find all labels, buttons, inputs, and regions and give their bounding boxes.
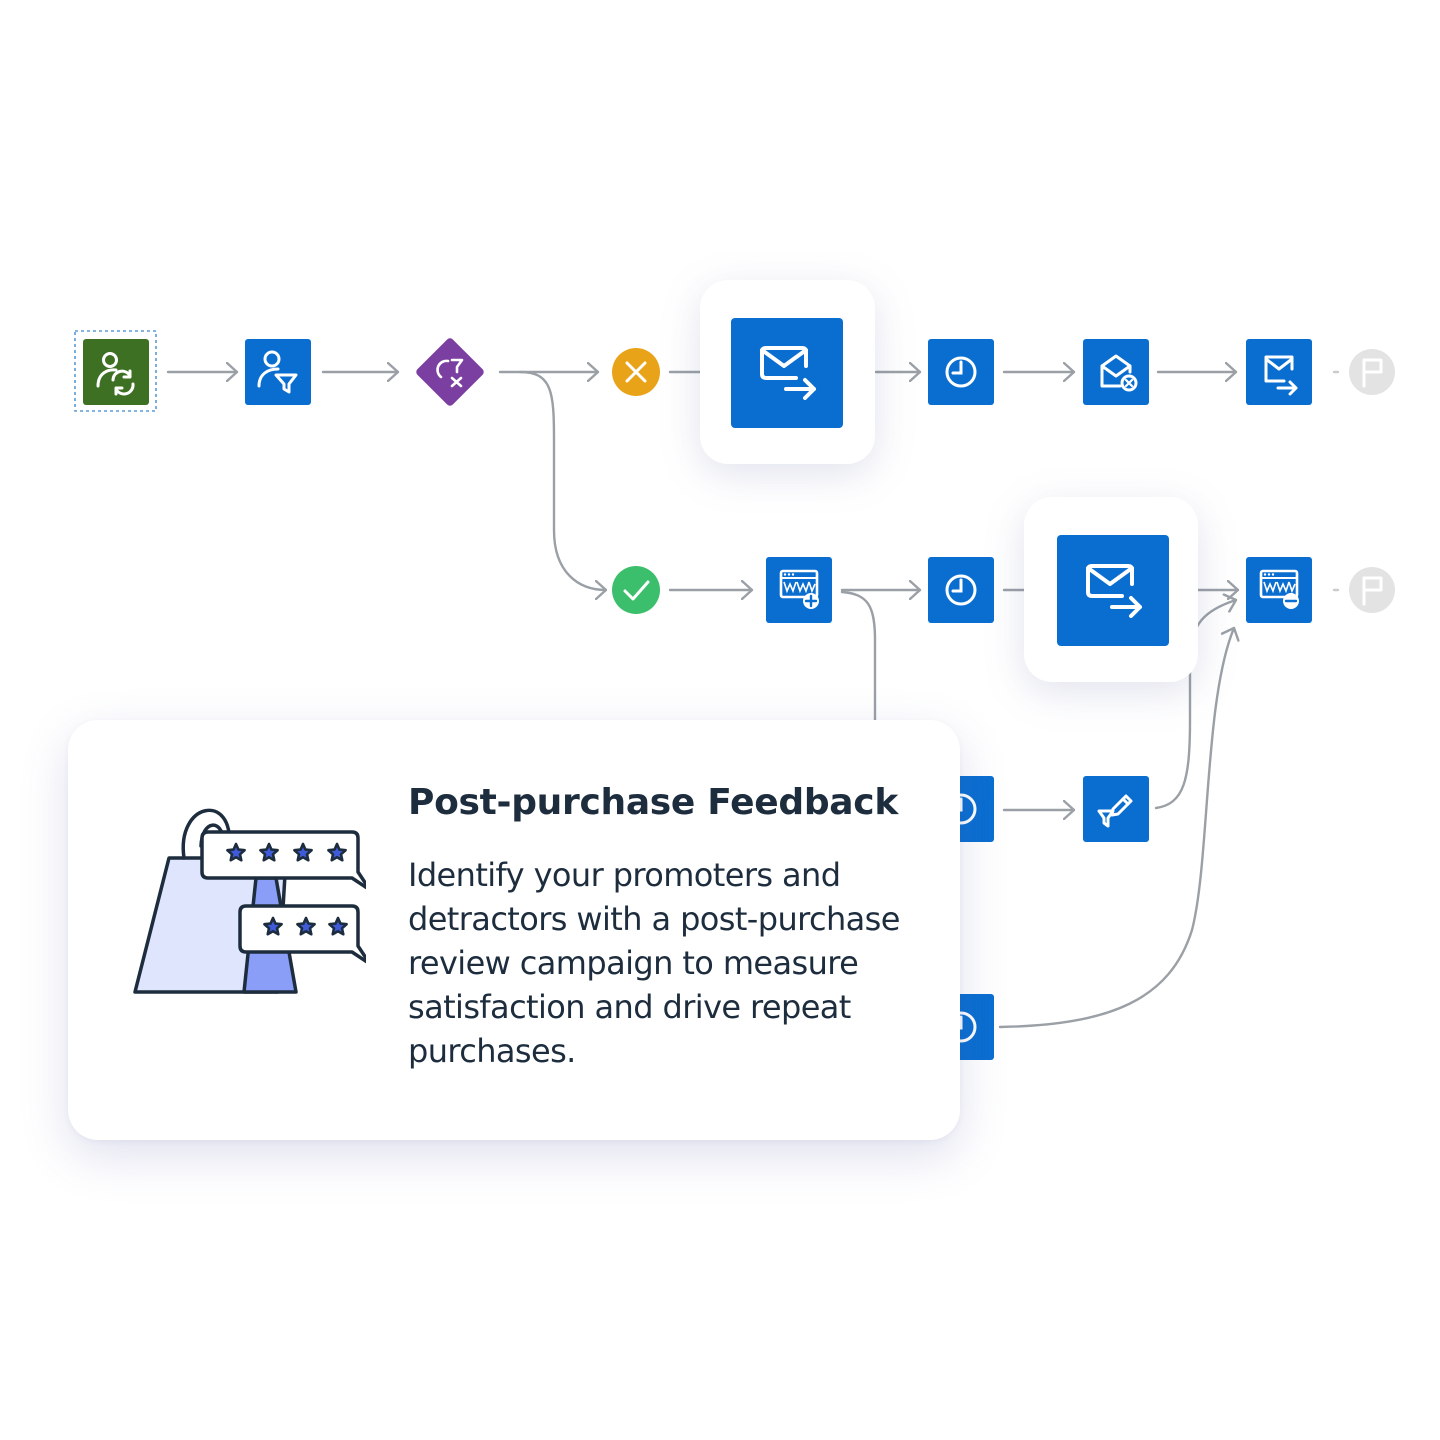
end-node[interactable] [1349,349,1395,395]
start-node-selection [74,330,157,412]
connector-merge-lower [998,626,1234,1029]
wait-node[interactable] [928,557,994,623]
email-not-opened-icon [1100,354,1138,392]
remove-website-node[interactable] [1246,557,1312,623]
start-audience-icon [96,352,135,396]
check-icon [623,580,650,601]
send-email-node[interactable] [1057,535,1169,646]
split-decision-icon [436,358,464,388]
star-icon [296,916,316,936]
star-icon [327,842,347,862]
wait-node[interactable] [928,339,994,405]
connector-branch-down [840,590,877,722]
close-icon [625,361,647,383]
star-icon [263,916,283,936]
remove-website-icon [1259,569,1299,609]
audience-filter-icon [257,350,298,394]
end-node[interactable] [1349,567,1395,613]
add-website-icon [779,569,819,609]
shopping-bag-review-illustration [133,808,366,994]
end-flag-icon [1362,358,1383,388]
edit-filter-node[interactable] [1083,776,1149,842]
star-icon [328,916,348,936]
edit-filter-icon [1097,794,1133,828]
star-icon [226,842,246,862]
wait-clock-icon [945,574,977,606]
end-flag-icon [1362,576,1383,606]
feature-card: Post-purchase Feedback Identify your pro… [68,720,960,1140]
add-website-node[interactable] [766,557,832,623]
no-branch-node[interactable] [612,348,660,396]
send-email-node[interactable] [1246,339,1312,405]
send-email-icon [760,346,816,400]
star-icon [293,842,313,862]
card-title: Post-purchase Feedback [408,782,898,823]
send-email-icon [1264,355,1298,396]
card-description: Identify your promoters and detractors w… [408,856,900,1070]
split-decision-node[interactable] [415,337,486,408]
wait-clock-icon [945,356,977,388]
email-not-opened-node[interactable] [1083,339,1149,405]
connector-branch-yes [518,370,608,590]
connectors [166,370,1340,1029]
send-email-icon [1086,564,1142,618]
send-email-node[interactable] [731,318,843,428]
audience-filter-node[interactable] [245,339,311,405]
star-icon [259,842,279,862]
yes-branch-node[interactable] [612,566,660,614]
start-node[interactable] [74,330,157,412]
connector-merge-upper [1154,600,1238,810]
